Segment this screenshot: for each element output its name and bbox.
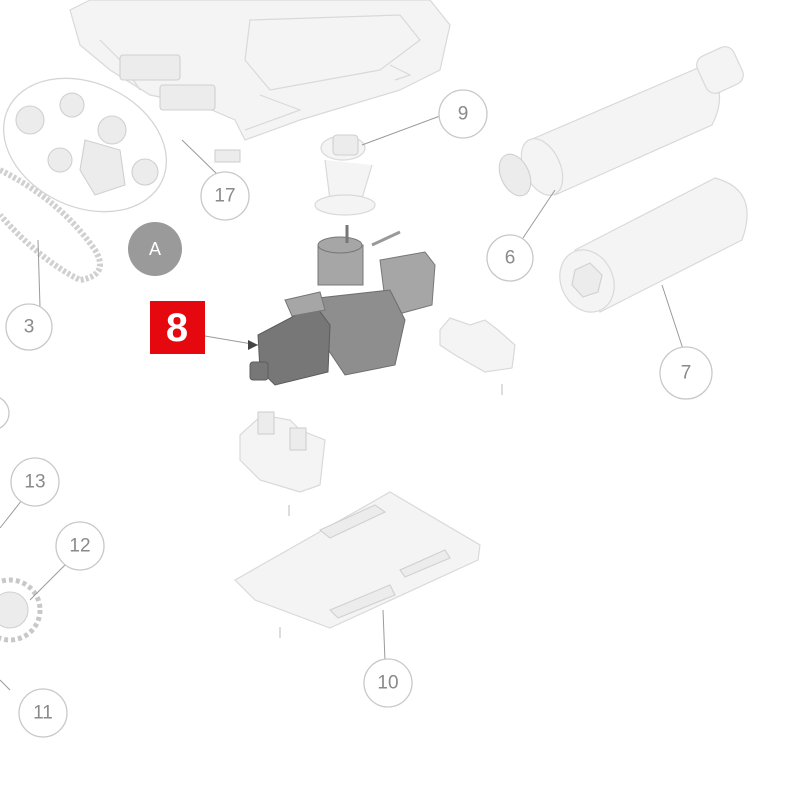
callout-3: 3 [5, 303, 53, 351]
highlight-part-8-label: 8 [150, 301, 205, 354]
base-plate-part [234, 491, 481, 638]
highlight-part-number: 8 [166, 306, 188, 350]
track-belt-part [0, 167, 103, 284]
callout-12-label: 12 [69, 536, 90, 557]
callout-11-label: 11 [33, 703, 53, 724]
callout-9-label: 9 [458, 104, 469, 125]
callout-17-label: 17 [214, 186, 235, 207]
section-a-label: A [149, 239, 161, 259]
callout-13: 13 [10, 457, 60, 507]
callout-12: 12 [55, 521, 105, 571]
callout-10: 10 [363, 658, 413, 708]
callout-6-label: 6 [505, 248, 516, 269]
section-a-badge: A [128, 222, 182, 276]
roller-cylinder-part [498, 46, 744, 197]
callout-3-label: 3 [24, 317, 35, 338]
sprocket-gear-part [0, 577, 43, 643]
callout-17: 17 [200, 171, 250, 221]
lower-bracket-part [239, 411, 326, 516]
callout-9: 9 [438, 89, 488, 139]
gear-assembly-group [2, 77, 168, 213]
callout-11: 11 [18, 688, 68, 738]
callout-6: 6 [486, 234, 534, 282]
motor-gearbox-part [249, 225, 436, 386]
callout-7: 7 [659, 346, 713, 400]
device-body-housing [69, 0, 451, 163]
bracket-ring-part [314, 134, 376, 216]
callout-10-label: 10 [377, 673, 398, 694]
right-bracket-part [439, 317, 516, 395]
callout-7-label: 7 [681, 363, 692, 384]
foam-roller-part [559, 177, 748, 313]
callout-13-label: 13 [24, 472, 45, 493]
offscreen-callout-circle [0, 397, 10, 429]
arrowhead-icon [248, 340, 258, 350]
